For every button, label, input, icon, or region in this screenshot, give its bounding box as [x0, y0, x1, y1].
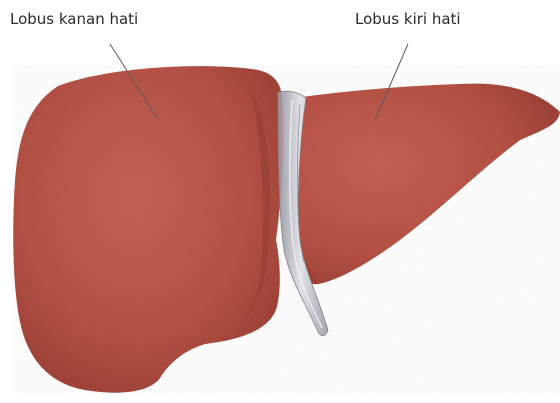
right-lobe-label: Lobus kanan hati — [10, 10, 138, 28]
left-lobe-label: Lobus kiri hati — [355, 10, 461, 28]
